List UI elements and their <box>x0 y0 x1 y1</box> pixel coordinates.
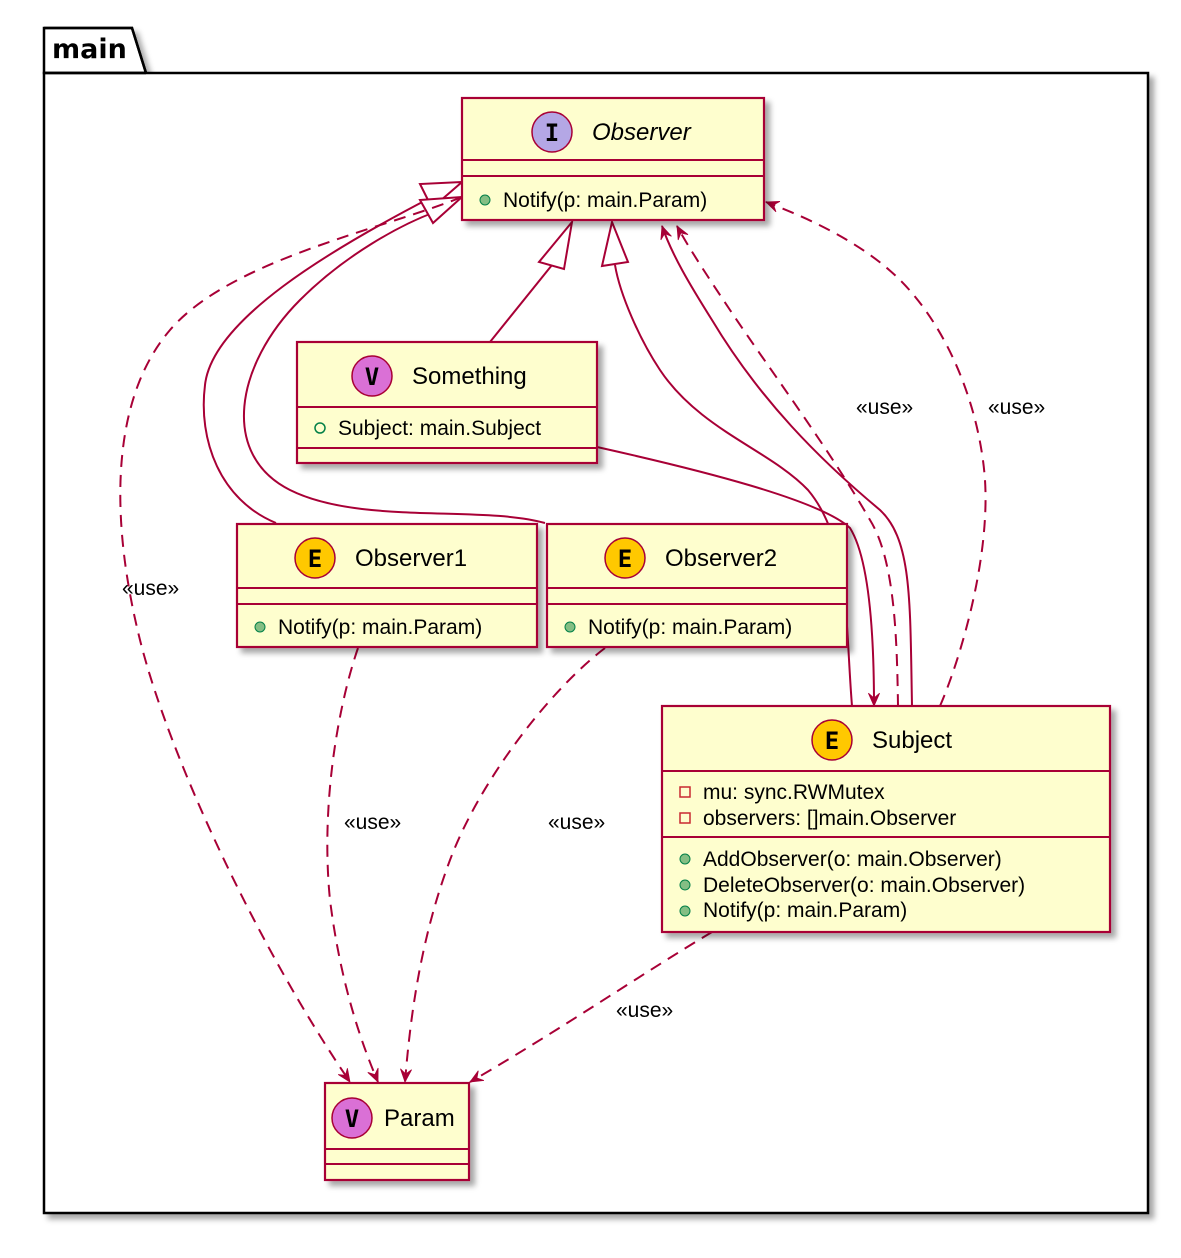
class-observer2[interactable]: E Observer2 Notify(p: main.Param) <box>545 522 849 649</box>
stereotype-letter: V <box>345 1105 359 1133</box>
use-observer1-param <box>326 647 379 1083</box>
class-name: Observer <box>592 119 692 146</box>
class-name: Param <box>384 1105 455 1132</box>
label-use-observer1-param: «use» <box>344 811 401 834</box>
association-subject-observer <box>660 225 913 707</box>
stereotype-letter: E <box>825 727 839 755</box>
class-name: Observer2 <box>665 545 777 572</box>
method-notify: Notify(p: main.Param) <box>503 189 707 212</box>
package-name: main <box>52 34 127 65</box>
label-use-subject-observer-2: «use» <box>988 396 1045 419</box>
public-method-icon <box>254 621 266 633</box>
stereotype-letter: V <box>365 363 379 391</box>
class-name: Subject <box>872 727 952 754</box>
private-field-icon <box>679 812 691 824</box>
value-stereotype-icon <box>331 1097 373 1139</box>
use-observer-param <box>119 196 463 1083</box>
method-notify: Notify(p: main.Param) <box>588 616 792 639</box>
realization-head-observer2 <box>418 195 465 225</box>
enum-stereotype-icon <box>604 537 646 579</box>
class-observer[interactable]: I Observer Notify(p: main.Param) <box>460 96 766 222</box>
realization-head-subject <box>600 218 630 268</box>
edges <box>119 180 987 1083</box>
method-delete-observer: DeleteObserver(o: main.Observer) <box>703 874 1025 897</box>
label-use-subject-param: «use» <box>616 999 673 1022</box>
use-subject-param <box>469 931 713 1083</box>
method-notify: Notify(p: main.Param) <box>278 616 482 639</box>
realization-observer1-observer <box>202 197 431 524</box>
method-add-observer: AddObserver(o: main.Observer) <box>703 848 1002 871</box>
class-something[interactable]: V Something Subject: main.Subject <box>295 340 599 465</box>
class-observer1[interactable]: E Observer1 Notify(p: main.Param) <box>235 522 539 649</box>
enum-stereotype-icon <box>811 719 853 761</box>
field-mu: mu: sync.RWMutex <box>703 781 885 804</box>
field-observers: observers: []main.Observer <box>703 807 956 830</box>
public-field-icon <box>314 422 326 434</box>
class-param[interactable]: V Param <box>323 1081 471 1182</box>
use-subject-observer-2 <box>765 200 987 707</box>
public-method-icon <box>479 194 491 206</box>
use-observer2-param <box>400 647 606 1083</box>
public-method-icon <box>679 853 691 865</box>
enum-stereotype-icon <box>294 537 336 579</box>
class-subject[interactable]: E Subject mu: sync.RWMutex observers: []… <box>660 704 1112 934</box>
realization-observer2-observer <box>242 211 546 524</box>
realization-something-observer <box>489 264 553 343</box>
public-method-icon <box>564 621 576 633</box>
public-method-icon <box>679 905 691 917</box>
label-use-observer2-param: «use» <box>548 811 605 834</box>
stereotype-letter: E <box>618 545 632 573</box>
stereotype-letter: E <box>308 545 322 573</box>
use-subject-observer-1 <box>676 225 899 707</box>
field-subject: Subject: main.Subject <box>338 417 541 440</box>
label-use-observer-param: «use» <box>122 577 179 600</box>
public-method-icon <box>679 879 691 891</box>
method-notify: Notify(p: main.Param) <box>703 899 907 922</box>
stereotype-letter: I <box>545 119 559 147</box>
edge-labels: «use» «use» «use» «use» «use» «use» <box>122 396 1045 1022</box>
class-name: Observer1 <box>355 545 467 572</box>
value-stereotype-icon <box>351 355 393 397</box>
class-name: Something <box>412 363 527 390</box>
private-field-icon <box>679 786 691 798</box>
label-use-subject-observer-1: «use» <box>856 396 913 419</box>
interface-stereotype-icon <box>531 111 573 153</box>
realization-head-something <box>537 218 574 271</box>
